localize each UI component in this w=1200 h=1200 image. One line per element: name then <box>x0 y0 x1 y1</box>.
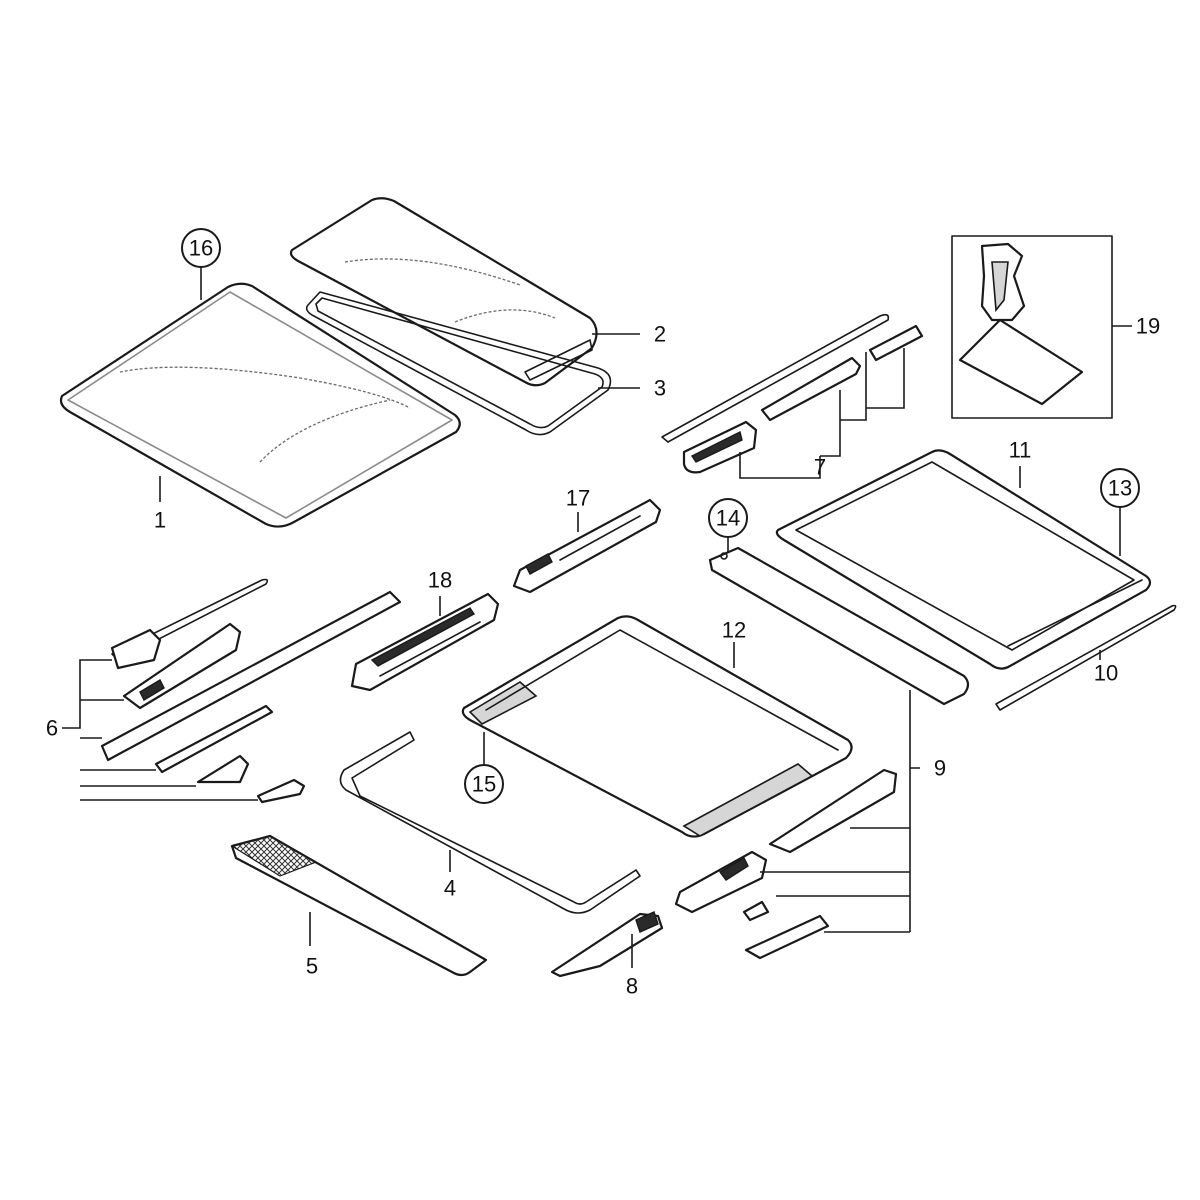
label-10: 10 <box>1094 661 1118 686</box>
part-4-drain-frame[interactable] <box>339 731 641 914</box>
part-12-roller-blind[interactable] <box>461 615 853 838</box>
label-17: 17 <box>566 486 590 511</box>
part-19-accessory-kit[interactable] <box>951 235 1113 419</box>
part-10-cable[interactable] <box>995 604 1177 711</box>
callout-ring-15 <box>464 764 504 804</box>
label-9: 9 <box>934 756 946 781</box>
label-2: 2 <box>654 322 666 347</box>
part-3-seal[interactable] <box>305 291 612 436</box>
part-18-drive-mechanism[interactable] <box>350 592 500 692</box>
label-16: 16 <box>189 236 213 261</box>
part-9-rail-components[interactable] <box>674 768 898 960</box>
callout-ring-14 <box>708 498 748 538</box>
part-8-bracket[interactable] <box>550 911 664 978</box>
leader-lines <box>62 266 1132 968</box>
part-labels: 16 2 3 1 7 19 11 13 14 17 18 12 10 6 15 … <box>46 236 1160 999</box>
label-18: 18 <box>428 568 452 593</box>
label-14: 14 <box>716 506 740 531</box>
label-11: 11 <box>1009 438 1032 463</box>
part-17-guide-rail[interactable] <box>512 498 662 594</box>
part-11-sunshade-frame[interactable] <box>775 449 1152 670</box>
label-19: 19 <box>1136 314 1160 339</box>
label-13: 13 <box>1108 476 1132 501</box>
label-15: 15 <box>472 772 496 797</box>
callout-ring-16 <box>181 228 221 268</box>
label-1: 1 <box>154 508 166 533</box>
part-1-glass-panel[interactable] <box>59 282 461 528</box>
part-2-glass-lid[interactable] <box>289 197 598 387</box>
part-6-mechanism-set[interactable] <box>100 578 402 804</box>
part-7-rail-set[interactable] <box>661 313 924 474</box>
callout-rings <box>181 228 1140 804</box>
label-8: 8 <box>626 974 638 999</box>
part-5-mesh-strip[interactable] <box>230 834 488 977</box>
part-14-wind-deflector[interactable] <box>708 546 970 706</box>
label-5: 5 <box>306 954 318 979</box>
label-12: 12 <box>722 618 746 643</box>
label-6: 6 <box>46 716 58 741</box>
label-3: 3 <box>654 376 666 401</box>
label-7: 7 <box>814 455 826 480</box>
label-4: 4 <box>444 876 456 901</box>
callout-ring-13 <box>1100 468 1140 508</box>
